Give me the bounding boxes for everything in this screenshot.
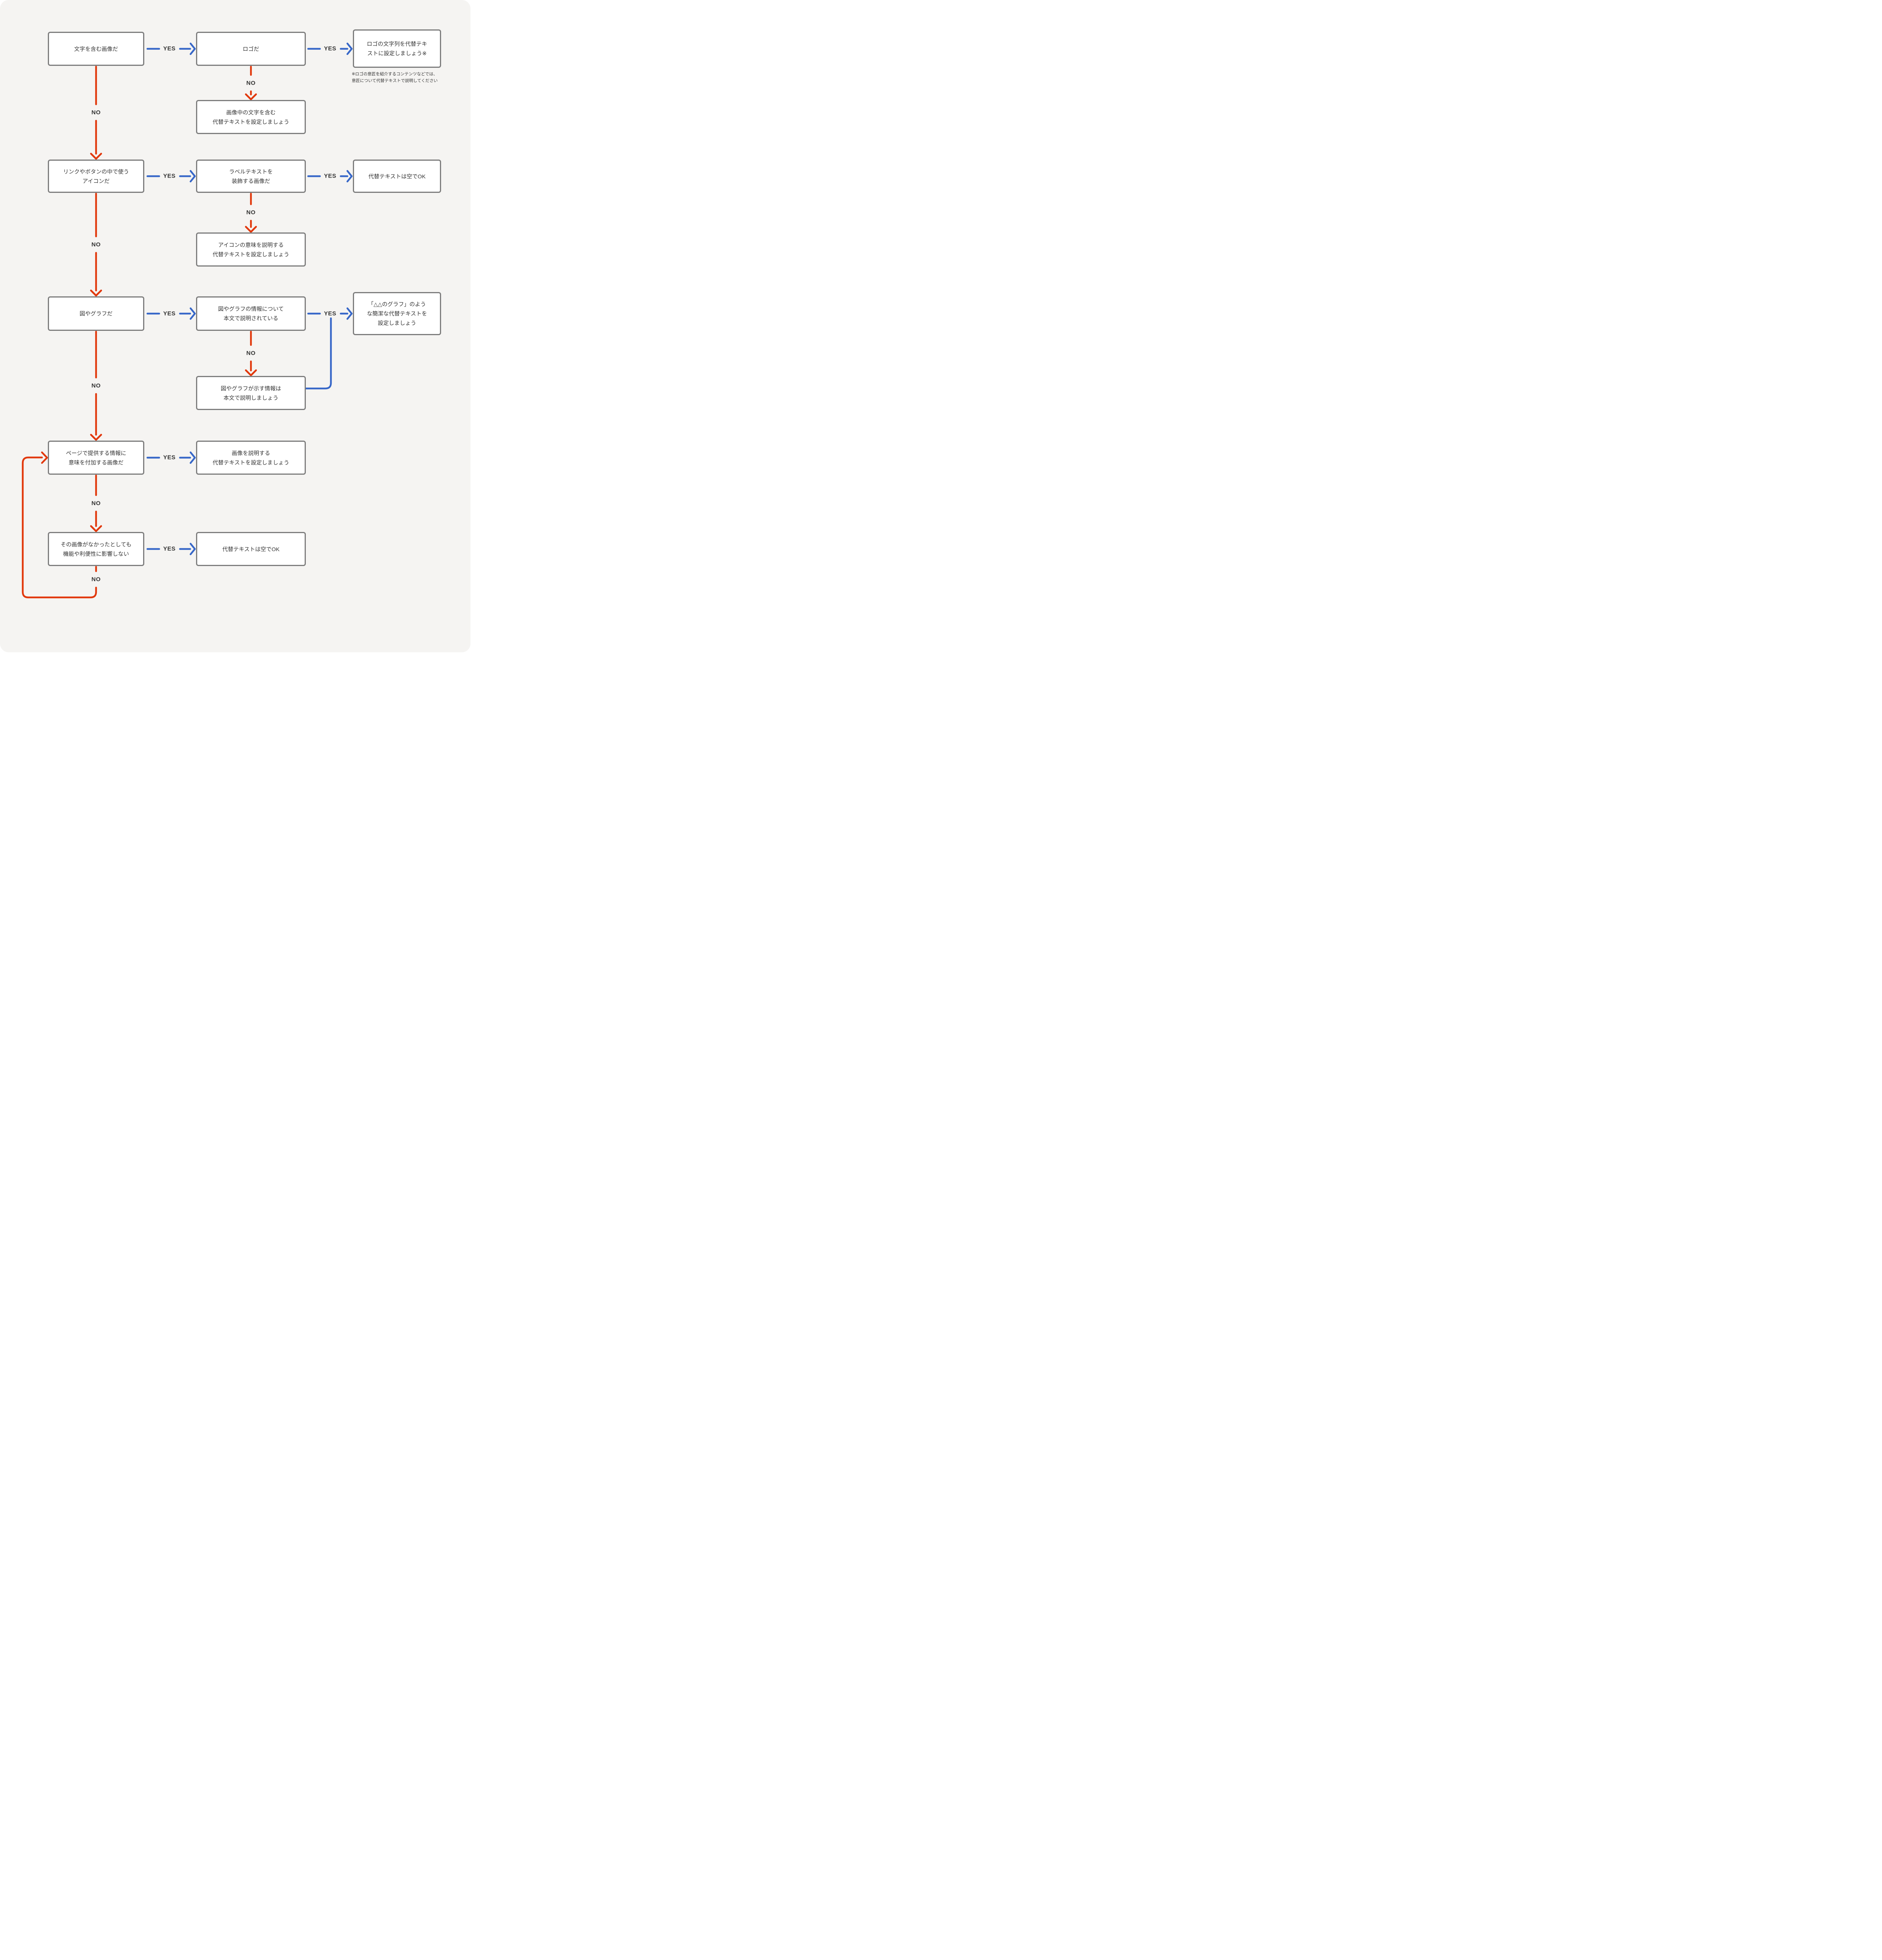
- flowchart-canvas: 文字を含む画像だ ロゴだ ロゴの文字列を代替テキ ストに設定しましょう※ 画像中…: [0, 0, 470, 652]
- no-label: NO: [91, 241, 101, 248]
- yes-label: YES: [163, 45, 176, 52]
- arrowhead-right-icon: [189, 170, 196, 183]
- no-label: NO: [91, 500, 101, 507]
- arrowhead-down-icon: [245, 369, 257, 376]
- arrowhead-right-icon: [346, 42, 353, 55]
- arrowhead-right-icon: [346, 170, 353, 183]
- arrowhead-right-icon: [189, 543, 196, 555]
- node-q-logo: ロゴだ: [196, 32, 306, 66]
- arrowhead-right-icon: [346, 307, 353, 320]
- node-q-text-image: 文字を含む画像だ: [48, 32, 144, 66]
- no-edge-row2-row3: [90, 192, 102, 297]
- node-q-adds-meaning: ページで提供する情報に 意味を付加する画像だ: [48, 441, 144, 475]
- yes-edge-row3-right: [307, 307, 353, 320]
- arrowhead-down-icon: [90, 525, 102, 532]
- arrowhead-right-icon: [189, 451, 196, 464]
- yes-label: YES: [163, 172, 176, 180]
- no-edge-row4-row5: [90, 474, 102, 532]
- no-label: NO: [91, 576, 101, 583]
- arrowhead-down-icon: [245, 93, 257, 100]
- no-edge-row1-row2: [90, 65, 102, 160]
- no-label: NO: [246, 80, 256, 87]
- yes-edge-row2-right: [307, 170, 353, 183]
- yes-label: YES: [324, 45, 336, 52]
- yes-edge-row1-left: [146, 42, 196, 55]
- node-q-figure-graph: 図やグラフだ: [48, 296, 144, 331]
- node-q-no-impact: その画像がなかったとしても 機能や利便性に影響しない: [48, 532, 144, 566]
- arrowhead-down-icon: [90, 289, 102, 297]
- yes-label: YES: [163, 310, 176, 317]
- yes-edge-row4: [146, 451, 196, 464]
- no-edge-logo-to-imagetext: [245, 65, 257, 100]
- arrowhead-right-icon: [189, 42, 196, 55]
- yes-edge-row2-left: [146, 170, 196, 183]
- node-a-logo-string-alt: ロゴの文字列を代替テキ ストに設定しましょう※: [353, 29, 441, 68]
- no-label: NO: [246, 350, 256, 357]
- yes-edge-row1-right: [307, 42, 353, 55]
- no-label: NO: [91, 382, 101, 389]
- node-q-figure-explained-in-body: 図やグラフの情報について 本文で説明されている: [196, 296, 306, 331]
- yes-label: YES: [163, 454, 176, 461]
- yes-edge-row5: [146, 543, 196, 555]
- no-edge-chartexplained-to-explainbody: [245, 330, 257, 376]
- no-edge-row3-row4: [90, 330, 102, 441]
- yes-merge-edge-chart-body: [305, 317, 332, 390]
- arrowhead-down-icon: [245, 226, 257, 233]
- node-a-concise-graph-alt: 「△△のグラフ」のよう な簡潔な代替テキストを 設定しましょう: [353, 292, 441, 335]
- node-a-image-text-alt: 画像中の文字を含む 代替テキストを設定しましょう: [196, 100, 306, 134]
- connector-layer: [22, 42, 353, 599]
- arrowhead-down-icon: [90, 434, 102, 441]
- node-q-link-button-icon: リンクやボタンの中で使う アイコンだ: [48, 160, 144, 193]
- node-a-icon-meaning-alt: アイコンの意味を説明する 代替テキストを設定しましょう: [196, 232, 306, 267]
- arrowhead-right-icon: [189, 307, 196, 320]
- arrowhead-down-icon: [90, 152, 102, 160]
- yes-label: YES: [324, 310, 336, 317]
- no-loopback-edge: [22, 451, 97, 599]
- node-a-empty-alt-ok: 代替テキストは空でOK: [196, 532, 306, 566]
- arrowhead-right-icon: [41, 451, 48, 464]
- yes-label: YES: [163, 545, 176, 552]
- node-q-label-decoration: ラベルテキストを 装飾する画像だ: [196, 160, 306, 193]
- node-a-explain-in-body: 図やグラフが示す情報は 本文で説明しましょう: [196, 376, 306, 410]
- no-label: NO: [91, 109, 101, 116]
- node-a-empty-alt-icon: 代替テキストは空でOK: [353, 160, 441, 193]
- logo-footnote: ※ロゴの意匠を紹介するコンテンツなどでは、 意匠について代替テキストで説明してく…: [352, 72, 438, 83]
- yes-edge-row3-left: [146, 307, 196, 320]
- no-edge-labeldecor-to-iconmeaning: [245, 192, 257, 233]
- yes-label: YES: [324, 172, 336, 180]
- node-a-describe-image-alt: 画像を説明する 代替テキストを設定しましょう: [196, 441, 306, 475]
- no-label: NO: [246, 209, 256, 216]
